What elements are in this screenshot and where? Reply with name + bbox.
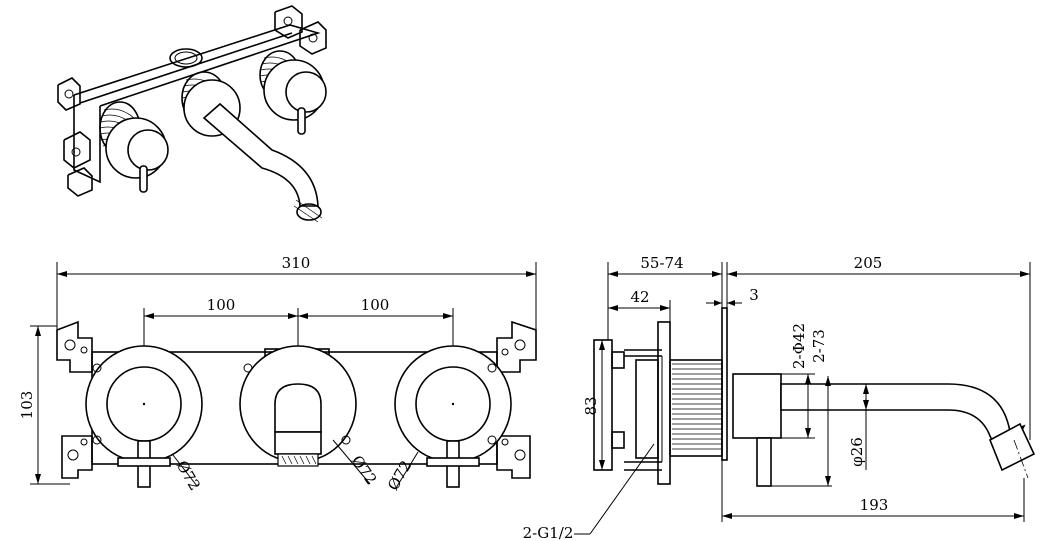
dim-handle-spacing-right: 100 bbox=[361, 296, 390, 314]
dim-depth-body: 42 bbox=[630, 288, 649, 306]
dim-overall-width: 310 bbox=[282, 254, 311, 272]
side-body bbox=[593, 307, 728, 485]
dim-inlet-thread: 2-G1/2 bbox=[523, 524, 574, 541]
dim-plate-thickness: 3 bbox=[749, 286, 759, 304]
front-view: 310 100 100 103 Ø72 Ø72 Ø72 bbox=[18, 254, 537, 494]
dim-spout-projection: 205 bbox=[854, 254, 883, 272]
iso-right-handle bbox=[263, 59, 327, 135]
side-spout bbox=[732, 373, 1036, 487]
front-spout bbox=[239, 345, 357, 467]
isometric-view bbox=[57, 5, 327, 223]
dim-diameter-right: Ø72 bbox=[384, 457, 415, 493]
dim-body-height: 83 bbox=[582, 396, 600, 415]
front-right-valve bbox=[394, 345, 512, 488]
side-dimensions bbox=[574, 262, 1031, 535]
dim-spout-diameter: φ26 bbox=[848, 437, 866, 467]
iso-left-handle bbox=[105, 117, 169, 193]
front-screws bbox=[92, 363, 497, 445]
dim-overall-height: 103 bbox=[18, 391, 36, 420]
dim-diameter-center: Ø72 bbox=[348, 452, 381, 488]
dim-spout-reach: 193 bbox=[860, 496, 889, 514]
dim-thread-diameter-2: 2-73 bbox=[810, 329, 828, 363]
front-dimensions bbox=[30, 262, 537, 489]
dim-handle-spacing-left: 100 bbox=[207, 296, 236, 314]
dim-depth-range: 55-74 bbox=[640, 254, 683, 272]
dim-thread-diameter: 2-Φ42 bbox=[790, 323, 808, 369]
iso-spout bbox=[183, 79, 323, 223]
side-view: 55-74 205 42 3 83 2-Φ42 2-73 φ26 193 2-G… bbox=[523, 254, 1036, 541]
dim-diameter-left: Ø72 bbox=[173, 457, 204, 493]
iso-mounting-frame bbox=[57, 5, 327, 197]
front-left-valve bbox=[85, 345, 203, 488]
